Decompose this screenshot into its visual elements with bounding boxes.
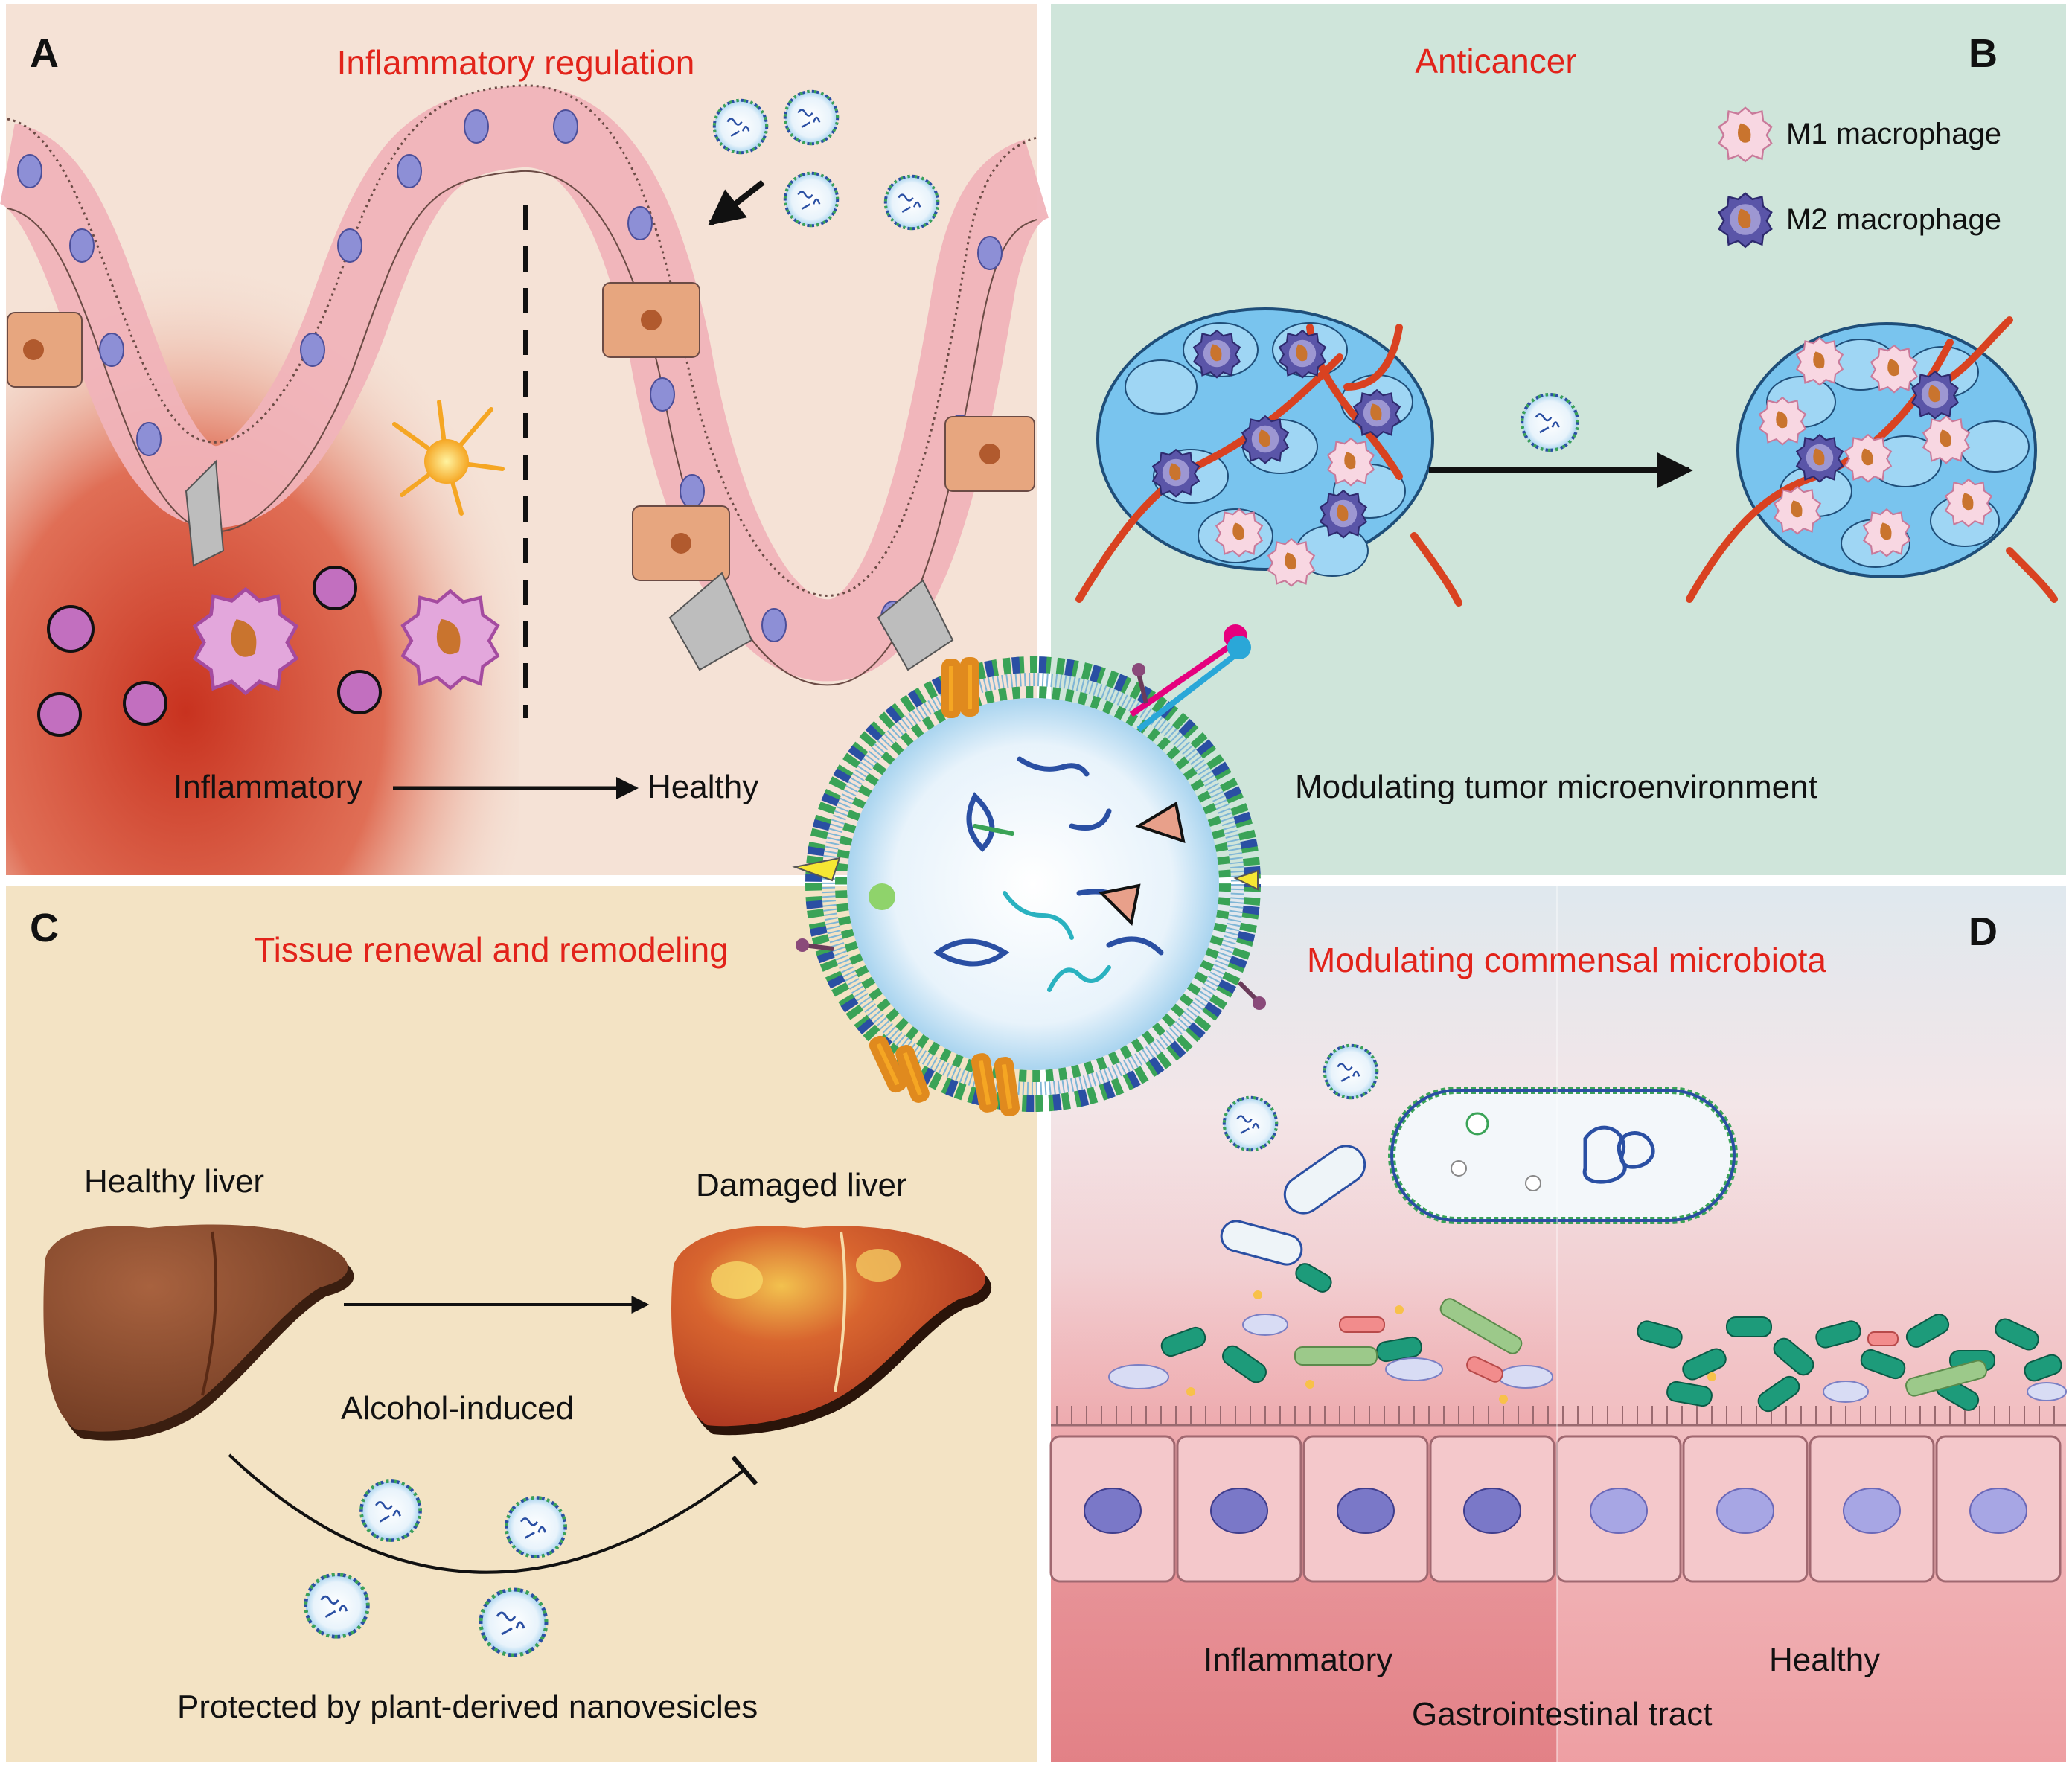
inhibition-bar [731, 1456, 758, 1485]
tumor-before [1075, 307, 1462, 607]
microbiota-layer [1108, 1263, 2067, 1413]
panel-c-caption: Protected by plant-derived nanovesicles [177, 1689, 758, 1725]
legend-m2-label: M2 macrophage [1786, 203, 2001, 236]
panel-a-left-label: Inflammatory [173, 769, 362, 805]
panel-c-letter: C [30, 906, 59, 950]
central-nanovesicle [792, 624, 1266, 1116]
panel-b-letter: B [1969, 31, 1998, 76]
panel-a-title: Inflammatory regulation [337, 43, 695, 82]
panel-d-title: Modulating commensal microbiota [1307, 941, 1826, 979]
protection-inhibition-curve [228, 1453, 746, 1574]
immune-cells [37, 400, 505, 737]
panel-d-right-label: Healthy [1769, 1642, 1880, 1678]
macrophage-a1 [192, 586, 299, 696]
legend-m1-label: M1 macrophage [1786, 118, 2001, 150]
damaged-liver [671, 1226, 992, 1436]
large-bacterium [1388, 1087, 1738, 1224]
panel-c: C Tissue renewal and remodeling Healthy … [6, 886, 1037, 1762]
uptake-arrow [708, 179, 765, 226]
healthy-liver-label: Healthy liver [84, 1163, 264, 1200]
intestinal-epithelium [0, 84, 1051, 686]
vesicle-cargo [933, 756, 1186, 992]
panel-a: A Inflammatory regulation Inflammatory H… [0, 4, 1051, 875]
panel-c-title: Tissue renewal and remodeling [254, 930, 729, 969]
panel-a-letter: A [30, 31, 59, 76]
panel-d: D Modulating commensal microbiota [1049, 886, 2067, 1762]
dendritic-cell [392, 400, 505, 516]
macrophage-a2 [400, 589, 500, 691]
small-bacteria [1220, 1145, 1366, 1266]
panel-b-caption: Modulating tumor microenvironment [1295, 769, 1817, 805]
damaged-liver-label: Damaged liver [696, 1167, 907, 1203]
panel-d-caption: Gastrointestinal tract [1412, 1696, 1713, 1733]
gut-epithelium [1049, 1406, 2066, 1583]
tumor-after [1686, 316, 2058, 603]
panel-a-right-label: Healthy [648, 769, 758, 805]
panel-b-title: Anticancer [1415, 42, 1576, 80]
alcohol-induced-label: Alcohol-induced [341, 1390, 574, 1427]
panel-b: B Anticancer M1 macrophage M2 macrophage [1051, 4, 2066, 875]
healthy-liver [43, 1224, 354, 1441]
panel-d-letter: D [1969, 909, 1998, 954]
panel-d-left-label: Inflammatory [1203, 1642, 1392, 1678]
vesicle-b [1522, 394, 1578, 450]
